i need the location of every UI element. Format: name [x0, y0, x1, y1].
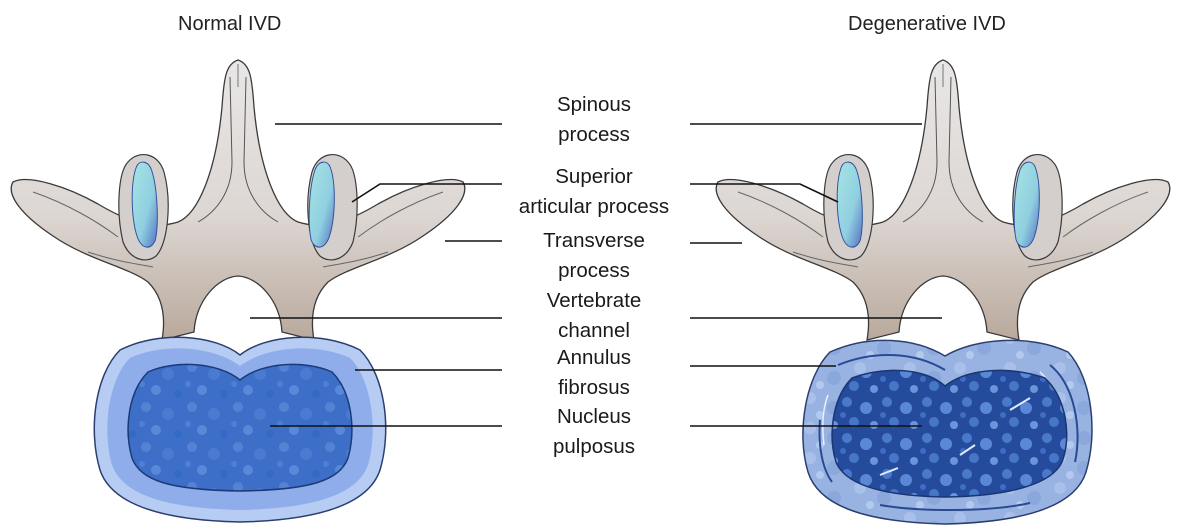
label-nucleus-pulposus: Nucleus pulposus — [494, 402, 694, 462]
label-annulus-fibrosus: Annulus fibrosus — [494, 343, 694, 403]
label-spinous-process: Spinous process — [494, 90, 694, 150]
title-degenerative-ivd: Degenerative IVD — [848, 13, 1006, 36]
label-superior-articular-process: Superior articular process — [494, 162, 694, 222]
label-vertebrate-channel: Vertebrate channel — [494, 286, 694, 346]
normal-nucleus — [128, 364, 352, 491]
degenerative-disc — [803, 340, 1092, 524]
label-transverse-process: Transverse process — [494, 226, 694, 286]
degenerative-nucleus — [832, 370, 1067, 497]
normal-disc — [94, 337, 385, 522]
normal-vertebra — [11, 60, 465, 340]
degenerative-vertebra — [716, 60, 1170, 340]
title-normal-ivd: Normal IVD — [178, 13, 281, 36]
